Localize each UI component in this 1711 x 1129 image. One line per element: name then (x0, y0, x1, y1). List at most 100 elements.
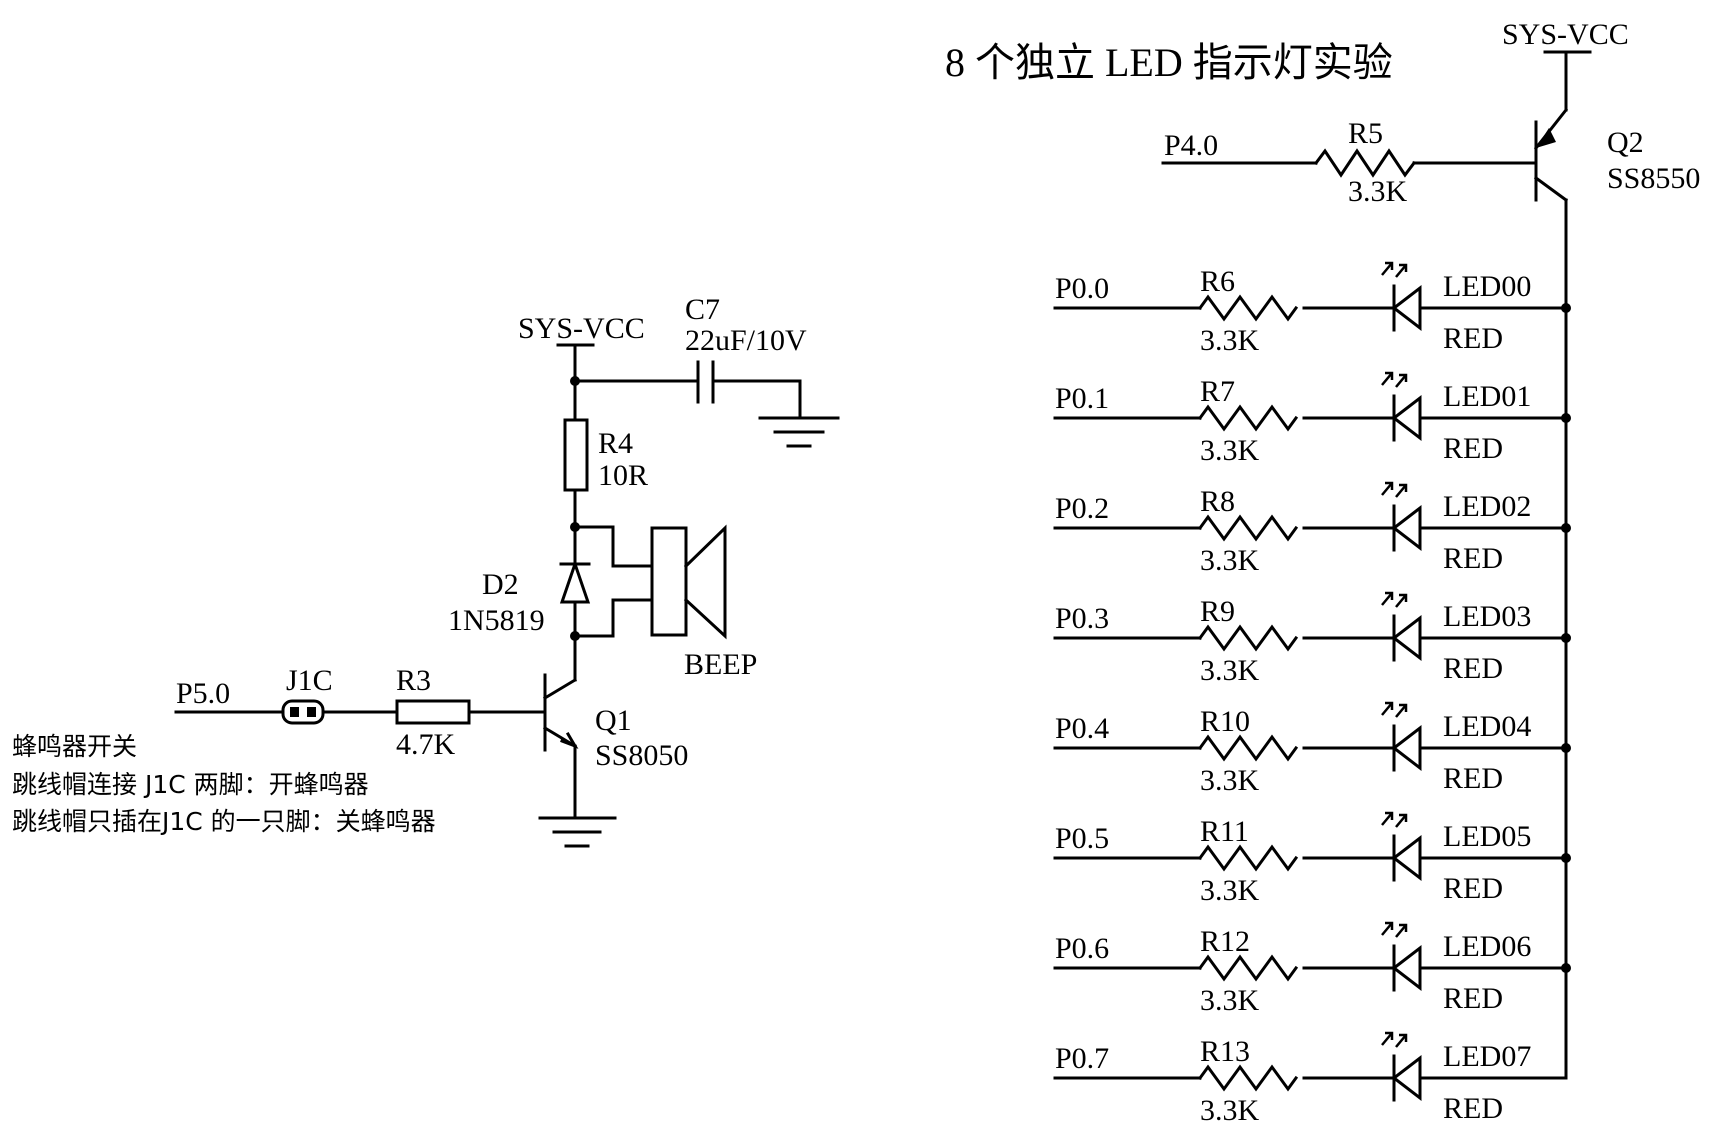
light-arrow-icon (1395, 814, 1407, 828)
led-row-led-ref: LED02 (1443, 490, 1531, 523)
led-row-color: RED (1443, 872, 1503, 905)
light-arrow-head-icon (1399, 1033, 1408, 1042)
resistor-r3-ref: R3 (396, 664, 431, 697)
led-icon (1391, 504, 1422, 552)
led-row-pin: P0.1 (1055, 382, 1109, 415)
led-row-color: RED (1443, 652, 1503, 685)
light-arrow-head-icon (1399, 593, 1408, 602)
light-arrow-icon (1381, 372, 1393, 386)
led-row-res-ref: R12 (1200, 925, 1250, 958)
light-arrow-icon (1395, 484, 1407, 498)
resistor-r4-value: 10R (598, 459, 648, 492)
led-row-color: RED (1443, 542, 1503, 575)
junction-dot (570, 376, 580, 386)
led-row-pin: P0.3 (1055, 602, 1109, 635)
ground-icon (758, 416, 840, 448)
light-arrow-icon (1381, 922, 1393, 936)
led-row-res-ref: R7 (1200, 375, 1235, 408)
led-row-pin: P0.2 (1055, 492, 1109, 525)
resistor-r4: R4 10R (563, 418, 648, 529)
led-icon (1391, 284, 1422, 332)
light-arrow-head-icon (1399, 373, 1408, 382)
beeper-vcc-label: SYS-VCC (518, 312, 645, 345)
capacitor-c7-value: 22uF/10V (685, 324, 807, 357)
led-row-resistor-icon (1197, 954, 1299, 982)
resistor-r4-ref: R4 (598, 427, 633, 460)
led-row-res-ref: R13 (1200, 1035, 1250, 1068)
diode-d2-value: 1N5819 (448, 604, 545, 637)
light-arrow-icon (1395, 704, 1407, 718)
light-arrow-icon (1381, 812, 1393, 826)
led-row-led-ref: LED04 (1443, 710, 1531, 743)
led-rows: P0.0 R6 3.3K LED00 RED P0.1 R7 3.3K LED0… (1053, 261, 1571, 1127)
transistor-q1-ref: Q1 (595, 704, 632, 737)
led-icon (1391, 394, 1422, 442)
light-arrow-head-icon (1399, 813, 1408, 822)
led-icon (1391, 834, 1422, 882)
led-row-res-value: 3.3K (1200, 434, 1260, 467)
junction-dot (1561, 523, 1571, 533)
led-icon (1391, 944, 1422, 992)
led-circuit: SYS-VCC Q2 SS8550 P4.0 R5 3.3K P0.0 R6 (1053, 18, 1700, 1127)
led-row-color: RED (1443, 1092, 1503, 1125)
led-vcc-label: SYS-VCC (1502, 18, 1629, 51)
led-row-res-ref: R10 (1200, 705, 1250, 738)
led-row-led-ref: LED05 (1443, 820, 1531, 853)
led-row: P0.4 R10 3.3K LED04 RED (1053, 701, 1571, 797)
buzzer-label: BEEP (684, 648, 757, 681)
led-row-color: RED (1443, 762, 1503, 795)
led-row-resistor-icon (1197, 514, 1299, 542)
led-row-pin: P0.4 (1055, 712, 1109, 745)
beeper-circuit: SYS-VCC C7 22uF/10V R4 10R (12, 293, 840, 848)
junction-dot (1561, 963, 1571, 973)
led-row-led-ref: LED07 (1443, 1040, 1531, 1073)
light-arrow-head-icon (1385, 261, 1394, 270)
light-arrow-icon (1381, 1032, 1393, 1046)
led-row-res-ref: R9 (1200, 595, 1235, 628)
junction-dot (1561, 743, 1571, 753)
resistor-r3: R3 4.7K (395, 664, 471, 761)
led-row-res-value: 3.3K (1200, 654, 1260, 687)
led-row-color: RED (1443, 322, 1503, 355)
light-arrow-icon (1395, 594, 1407, 608)
diode-d2: D2 1N5819 (448, 525, 591, 638)
transistor-q1: Q1 SS8050 (542, 634, 688, 820)
led-row-pin: P0.7 (1055, 1042, 1109, 1075)
led-row-res-ref: R8 (1200, 485, 1235, 518)
led-icon (1391, 724, 1422, 772)
transistor-q2-ref: Q2 (1607, 126, 1644, 159)
led-row-res-ref: R11 (1200, 815, 1249, 848)
resistor-r5-value: 3.3K (1348, 175, 1408, 208)
beeper-note-2: 跳线帽连接 J1C 两脚：开蜂鸣器 (12, 770, 369, 799)
led-icon (1391, 614, 1422, 662)
led-row: P0.6 R12 3.3K LED06 RED (1053, 921, 1571, 1017)
capacitor-c7: C7 22uF/10V (573, 293, 807, 420)
ground-icon (538, 816, 617, 848)
led-row: P0.0 R6 3.3K LED00 RED (1053, 261, 1571, 357)
light-arrow-head-icon (1399, 923, 1408, 932)
light-arrow-head-icon (1385, 1031, 1394, 1040)
resistor-r5: R5 3.3K (1313, 117, 1538, 208)
led-row-res-value: 3.3K (1200, 1094, 1260, 1127)
led-row-resistor-icon (1197, 844, 1299, 872)
jumper-j1c-ref: J1C (286, 664, 333, 697)
led-icon (1391, 1054, 1422, 1102)
led-row-led-ref: LED03 (1443, 600, 1531, 633)
beeper-note-1: 蜂鸣器开关 (12, 732, 137, 761)
led-row-res-value: 3.3K (1200, 324, 1260, 357)
led-control-pin: P4.0 (1164, 129, 1218, 162)
led-row-color: RED (1443, 432, 1503, 465)
diode-d2-ref: D2 (482, 568, 519, 601)
light-arrow-icon (1381, 702, 1393, 716)
jumper-j1c: J1C (281, 664, 333, 725)
led-row: P0.3 R9 3.3K LED03 RED (1053, 591, 1571, 687)
resistor-r3-value: 4.7K (396, 728, 456, 761)
junction-dot (1561, 853, 1571, 863)
led-row-resistor-icon (1197, 404, 1299, 432)
led-row-res-value: 3.3K (1200, 874, 1260, 907)
light-arrow-icon (1395, 924, 1407, 938)
light-arrow-head-icon (1399, 483, 1408, 492)
led-row-res-value: 3.3K (1200, 984, 1260, 1017)
light-arrow-icon (1381, 592, 1393, 606)
